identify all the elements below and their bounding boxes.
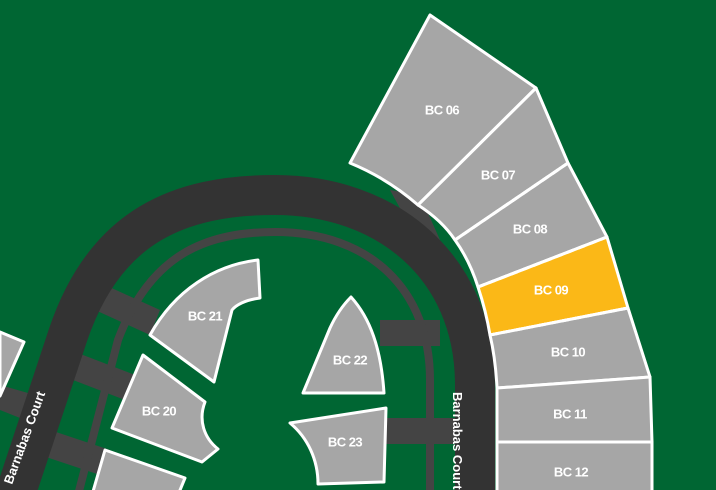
lot-bc-19-partial[interactable] (91, 448, 187, 490)
driveway (380, 320, 440, 346)
svg-text:BC 08: BC 08 (513, 221, 548, 236)
barnabas-court-road (0, 174, 495, 490)
inner-lane (75, 227, 434, 490)
svg-text:BC 07: BC 07 (481, 167, 516, 182)
svg-text:BC 20: BC 20 (142, 403, 177, 418)
svg-text:BC 22: BC 22 (333, 352, 368, 367)
lot-bc-20[interactable]: BC 20 (110, 353, 220, 464)
svg-text:BC 09: BC 09 (534, 282, 569, 297)
svg-text:BC 10: BC 10 (551, 344, 586, 359)
street-label: Barnabas Court (450, 392, 465, 490)
lot-bc-23[interactable]: BC 23 (288, 406, 388, 486)
lot-bc-22[interactable]: BC 22 (301, 295, 386, 395)
lot-partial-left[interactable] (0, 330, 26, 398)
svg-text:BC 06: BC 06 (425, 102, 460, 117)
svg-text:BC 11: BC 11 (553, 406, 587, 421)
lot-bc-12[interactable]: BC 12 (495, 440, 654, 490)
driveway (40, 430, 110, 475)
svg-text:BC 12: BC 12 (554, 464, 589, 479)
svg-text:BC 21: BC 21 (188, 308, 223, 323)
lot-bc-11[interactable]: BC 11 (495, 375, 654, 444)
svg-text:BC 23: BC 23 (328, 434, 363, 449)
lot-bc-21[interactable]: BC 21 (148, 258, 262, 384)
